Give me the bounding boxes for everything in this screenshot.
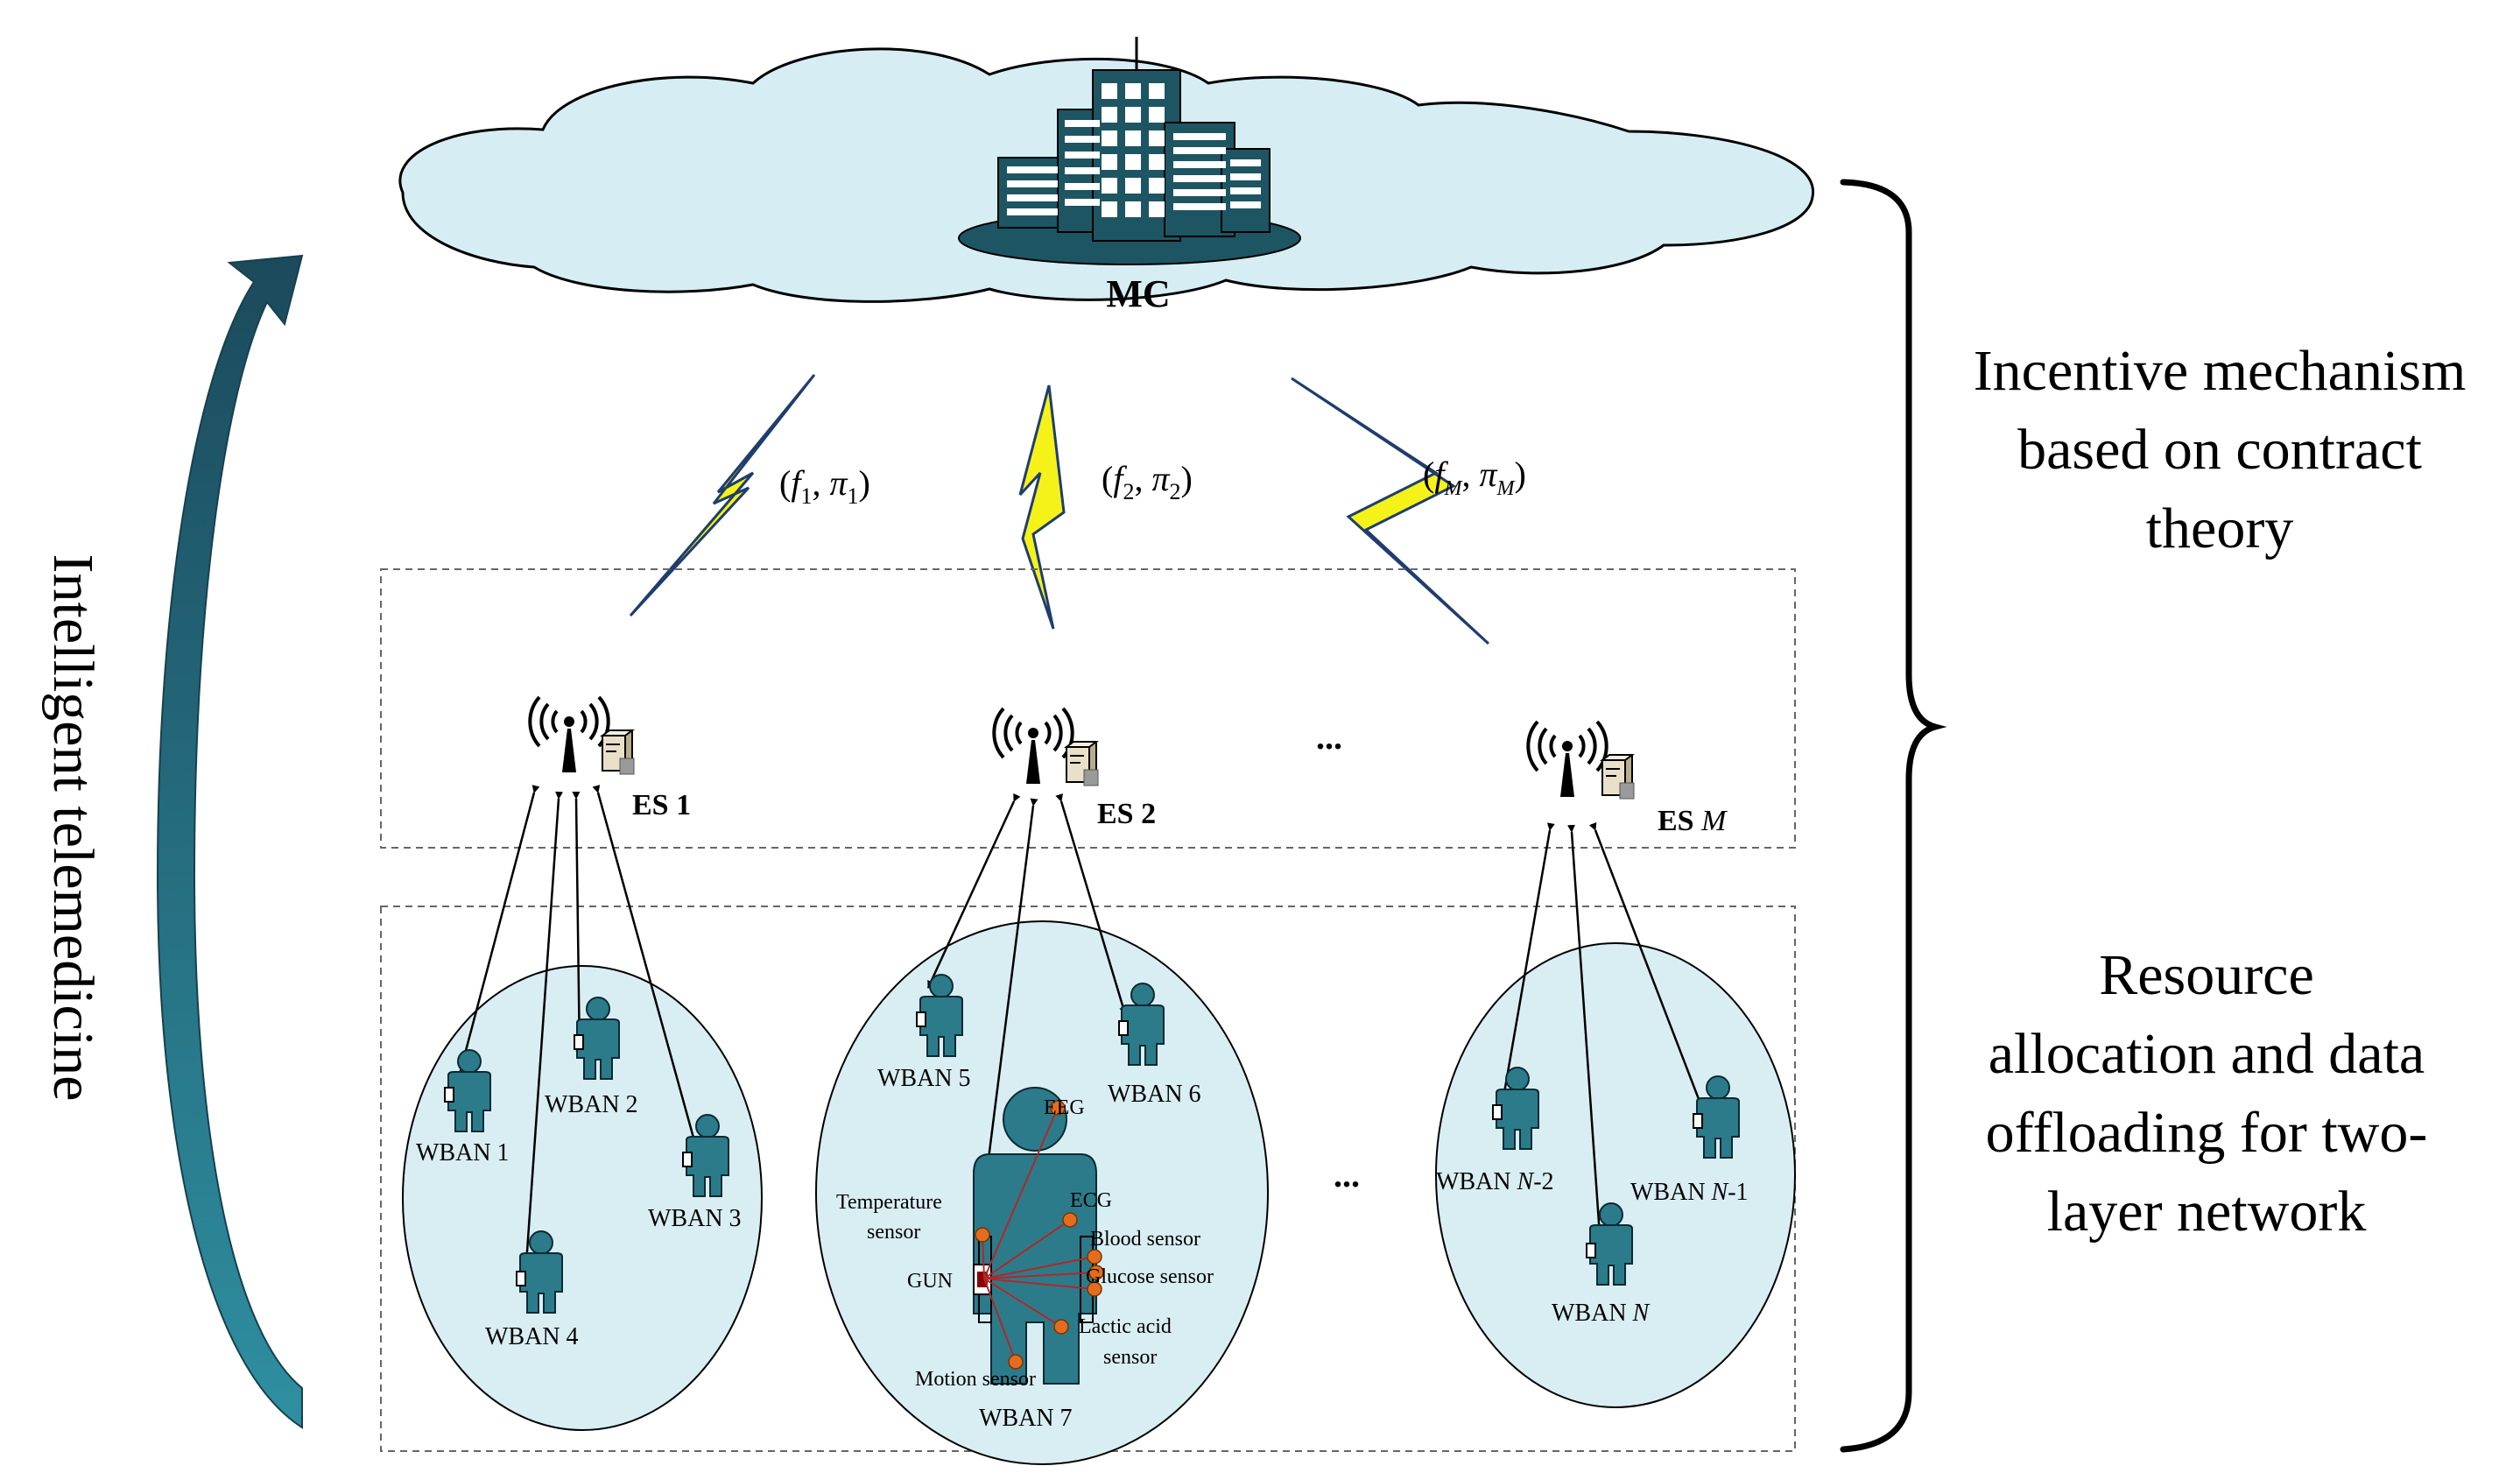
base-station-icon <box>992 707 1074 786</box>
wban-6-label: WBAN 6 <box>1108 1081 1201 1108</box>
mc-label: MC <box>1106 272 1170 315</box>
eeg-sensor-dot <box>1050 1100 1066 1116</box>
wban-1-label: WBAN 1 <box>416 1139 510 1166</box>
es-1-label: ES 1 <box>632 789 691 821</box>
incentive-label-line-2: based on contract <box>2017 418 2422 482</box>
wban-n-2-label: WBAN N-2 <box>1436 1168 1554 1195</box>
temperature-sensor-dot <box>975 1227 990 1243</box>
server-icon <box>1601 754 1635 800</box>
lactic-label-1: Lactic acid <box>1079 1315 1172 1338</box>
braces <box>1840 179 1947 1453</box>
wban-ellipsis: ... <box>1334 1155 1360 1195</box>
hospital-building-icon <box>958 37 1301 265</box>
temperature-label-1: Temperature <box>836 1191 942 1214</box>
wban-5-label: WBAN 5 <box>877 1065 971 1092</box>
lactic-label-2: sensor <box>1103 1346 1157 1369</box>
link-2-contract: (f2, π2) <box>1102 459 1193 504</box>
resource-label-line-3: offloading for two- <box>1986 1101 2428 1165</box>
wban-n-1-label: WBAN N-1 <box>1630 1179 1749 1206</box>
intelligent-telemedicine-label: Intelligent telemedicine <box>41 554 105 1102</box>
lactic-sensor-dot <box>1053 1319 1069 1335</box>
es-ellipsis: ... <box>1316 717 1342 757</box>
glucose-sensor-dot <box>1088 1265 1104 1280</box>
server-icon <box>1066 741 1099 786</box>
motion-sensor-label: Motion sensor <box>915 1368 1036 1391</box>
lightning-link-m <box>1291 377 1490 645</box>
incentive-label-line-3: theory <box>2146 497 2294 560</box>
gun-label: GUN <box>907 1270 953 1293</box>
lightning-link-2 <box>1018 384 1066 630</box>
es-m-label: ES M <box>1658 805 1728 837</box>
mc-cloud: MC <box>398 37 1814 315</box>
eeg-label: EEG <box>1044 1096 1085 1119</box>
es-2-label: ES 2 <box>1097 798 1156 830</box>
resource-label-line-1: Resource <box>2099 943 2314 1007</box>
motion-sensor-dot <box>1008 1354 1024 1370</box>
server-icon <box>602 729 635 775</box>
temperature-label-2: sensor <box>867 1221 920 1244</box>
resource-label-line-2: allocation and data <box>1989 1022 2425 1086</box>
resource-label-line-4: layer network <box>2047 1180 2367 1244</box>
blood-sensor-dot <box>1087 1249 1102 1265</box>
base-station-icon <box>528 695 610 774</box>
edge-server-2: ES 2 <box>992 707 1156 830</box>
sensor-dots <box>975 1100 1104 1370</box>
incentive-label-line-1: Incentive mechanism <box>1974 339 2467 403</box>
wban-n-label: WBAN N <box>1552 1300 1651 1327</box>
wban-4-label: WBAN 4 <box>485 1323 579 1350</box>
blood-sensor-label: Blood sensor <box>1090 1228 1200 1251</box>
wban-7-label: WBAN 7 <box>979 1405 1073 1432</box>
ecg-sensor-dot <box>1062 1212 1078 1228</box>
glucose-sensor-dot-2 <box>1087 1281 1102 1297</box>
ecg-label: ECG <box>1070 1189 1112 1212</box>
base-station-icon <box>1526 720 1608 799</box>
edge-server-1: ES 1 <box>528 695 691 821</box>
wireless-links: (f1, π1) (f2, π2) (fM, πM) <box>629 374 1526 645</box>
link-m-contract: (fM, πM) <box>1423 455 1526 500</box>
sensor-links <box>982 1107 1097 1363</box>
lightning-link-1 <box>629 374 816 617</box>
glucose-sensor-label: Glucose sensor <box>1086 1265 1214 1288</box>
wban-2-label: WBAN 2 <box>545 1091 638 1118</box>
offload-arrows <box>453 785 1705 1278</box>
edge-server-m: ES M <box>1526 720 1728 837</box>
link-1-contract: (f1, π1) <box>779 463 870 509</box>
wban-3-label: WBAN 3 <box>648 1205 742 1232</box>
telemedicine-curved-arrow <box>156 254 304 1429</box>
